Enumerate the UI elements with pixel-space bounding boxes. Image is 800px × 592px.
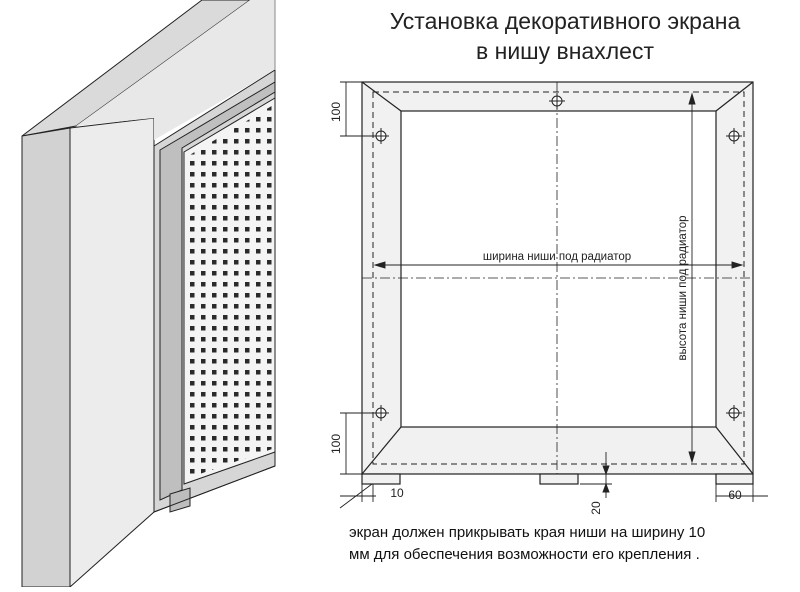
foot-right (715, 473, 754, 485)
screen-inner (400, 110, 717, 428)
top-offset-label: 100 (329, 102, 343, 122)
perforation-pattern (188, 104, 275, 478)
bevel-tr (715, 81, 754, 112)
bevel-br (715, 426, 754, 475)
width-arrow-right (731, 261, 744, 269)
foot-center (539, 473, 579, 485)
mount-hole-right-bottom (726, 405, 742, 421)
bottom-offset-label: 100 (329, 434, 343, 454)
note-line2: мм для обеспечения возможности его крепл… (349, 546, 700, 563)
mount-hole-right-top (726, 128, 742, 144)
wall-side (21, 127, 71, 588)
perspective-view (21, 0, 276, 589)
foot-left (361, 473, 401, 485)
height-label: высота ниши под радиатор (677, 215, 689, 360)
mount-hole-top (549, 93, 565, 109)
foot-height-label: 20 (589, 501, 603, 515)
dimension-lines (339, 81, 768, 509)
note-line1: экран должен прикрывать края ниши на шир… (349, 524, 706, 541)
drawing-title-line1: Установка декоративного экрана (389, 8, 741, 34)
width-label: ширина ниши под радиатор (483, 251, 631, 263)
height-arrow-top (688, 92, 696, 105)
mount-hole-left-bottom (373, 405, 389, 421)
wall-top (21, 0, 251, 137)
base-edge (153, 465, 276, 513)
left-overlap-label: 10 (390, 486, 404, 500)
height-arrow-bottom (688, 451, 696, 464)
leader-line (339, 483, 373, 509)
front-elevation (361, 81, 754, 485)
right-overlap-label: 60 (728, 488, 742, 502)
wall-back (76, 0, 275, 140)
niche-outline (372, 91, 745, 465)
bevel-tl (361, 81, 402, 112)
drawing-title-line2: в нишу внахлест (476, 38, 654, 64)
bevel-bl (361, 426, 402, 475)
width-arrow-left (373, 261, 386, 269)
wall-face (69, 117, 155, 589)
frame-bevel (159, 81, 276, 501)
